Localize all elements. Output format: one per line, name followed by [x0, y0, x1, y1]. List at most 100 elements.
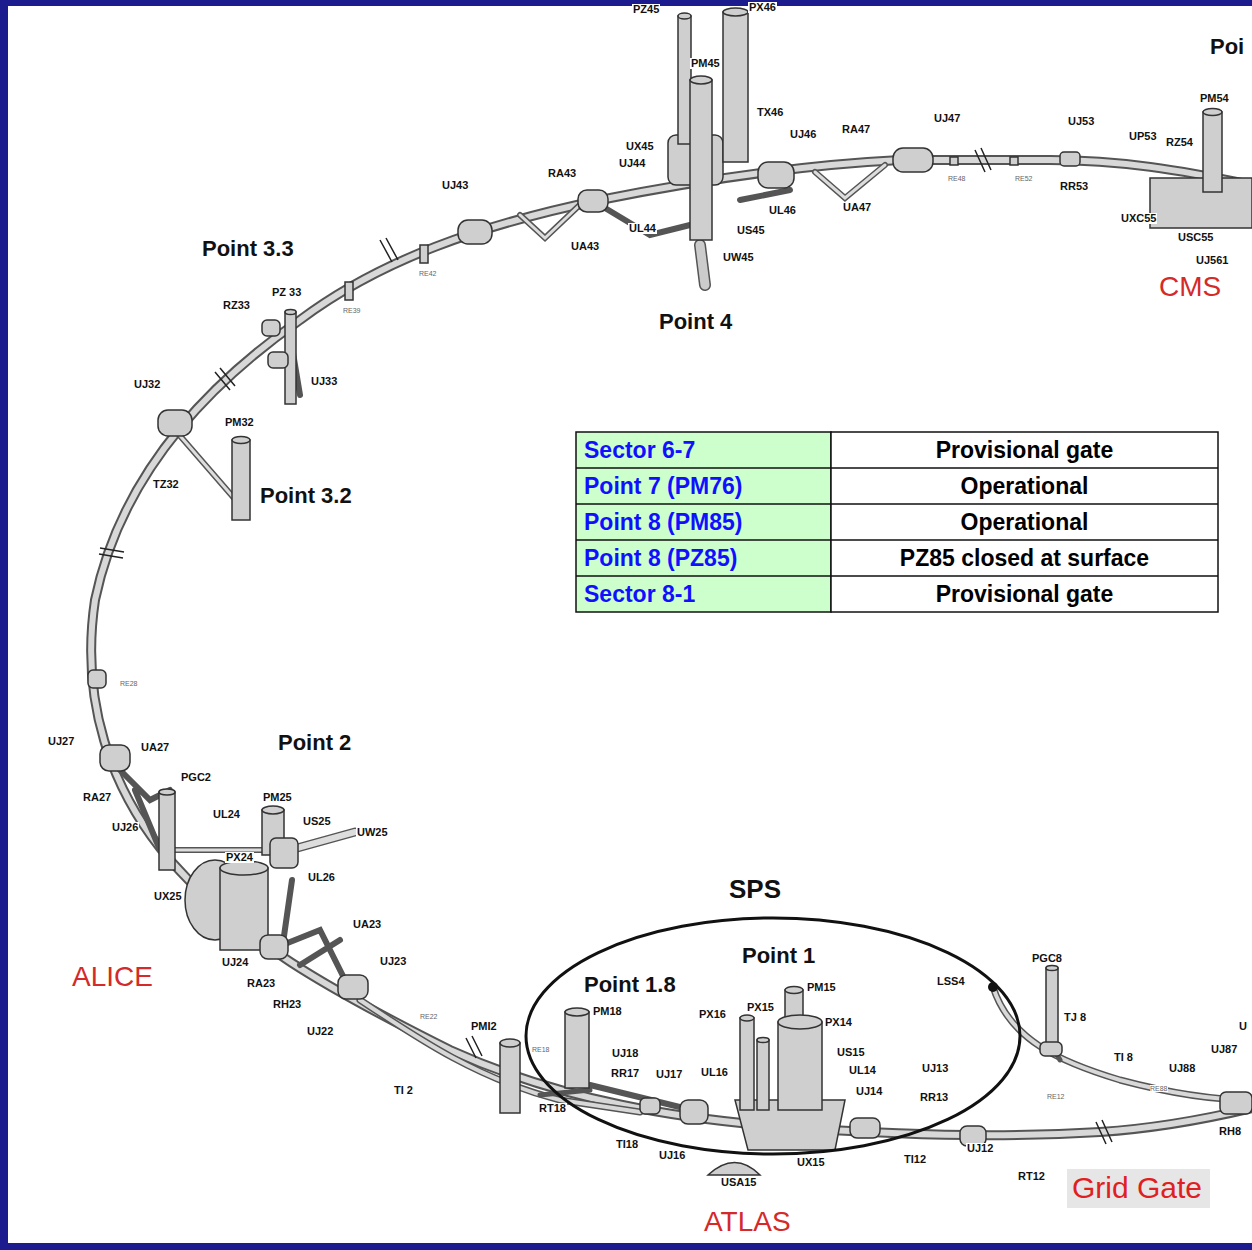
alcove-label: RE48 — [948, 175, 966, 182]
part-label: RR17 — [610, 1068, 640, 1079]
point-label: Point 1 — [742, 945, 815, 967]
part-label: UA47 — [842, 202, 872, 213]
part-label: PM15 — [806, 982, 837, 993]
table-cell: Sector 8-1 — [584, 576, 829, 612]
part-label: UJ17 — [655, 1069, 683, 1080]
part-label: UJ53 — [1067, 116, 1095, 127]
point-label: Point 3.2 — [258, 485, 354, 507]
experiment-name: CMS — [1157, 273, 1223, 301]
part-label: PZ 33 — [271, 287, 302, 298]
part-label: PM25 — [262, 792, 293, 803]
sps-ring: SPS Point 1.8 Point 1 — [524, 874, 1022, 1158]
part-label: PM45 — [690, 58, 721, 69]
table-cell: Point 7 (PM76) — [584, 468, 829, 504]
part-label: UJ26 — [111, 822, 139, 833]
part-label: RH8 — [1218, 1126, 1242, 1137]
part-label: US25 — [302, 816, 332, 827]
part-label: RT12 — [1017, 1171, 1046, 1182]
alcove-label: RE52 — [1015, 175, 1033, 182]
part-label: RR53 — [1059, 181, 1089, 192]
part-label: UJ46 — [789, 129, 817, 140]
part-label: UJ44 — [618, 158, 646, 169]
part-label: UX45 — [625, 141, 655, 152]
part-label: UP53 — [1128, 131, 1158, 142]
part-label: TI 8 — [1113, 1052, 1134, 1063]
alcove-label: RE18 — [532, 1046, 550, 1053]
experiment-name: ALICE — [70, 963, 155, 991]
table-cell: Provisional gate — [831, 432, 1218, 468]
table-cell: Point 8 (PM85) — [584, 504, 829, 540]
part-label: UL46 — [768, 205, 797, 216]
part-label: UJ561 — [1195, 255, 1229, 266]
part-label: LSS4 — [936, 976, 966, 987]
table-cell: Operational — [831, 468, 1218, 504]
part-label: PMI2 — [470, 1021, 498, 1032]
part-label: RR13 — [919, 1092, 949, 1103]
part-label: RZ33 — [222, 300, 251, 311]
grid-gate-box: Grid Gate — [1067, 1169, 1210, 1208]
point-label: Poi — [1208, 36, 1246, 58]
alcove-label: RE28 — [120, 680, 138, 687]
table-cell: Sector 6-7 — [584, 432, 829, 468]
part-label: UJ33 — [310, 376, 338, 387]
table-cell: Point 8 (PZ85) — [584, 540, 829, 576]
point-label: Point 4 — [657, 311, 734, 333]
part-label: UL26 — [307, 872, 336, 883]
table-cell: PZ85 closed at surface — [831, 540, 1218, 576]
part-label: RA27 — [82, 792, 112, 803]
alcove-label: RE42 — [419, 270, 437, 277]
part-label: UA27 — [140, 742, 170, 753]
part-label: UJ23 — [379, 956, 407, 967]
part-label: RZ54 — [1165, 137, 1194, 148]
part-label: TJ 8 — [1063, 1012, 1087, 1023]
part-label: UW25 — [356, 827, 389, 838]
part-label: U — [1238, 1021, 1248, 1032]
part-label: PM54 — [1199, 93, 1230, 104]
part-label: UXC55 — [1120, 213, 1157, 224]
part-label: TX46 — [756, 107, 784, 118]
part-label: UJ13 — [921, 1063, 949, 1074]
part-label: UL44 — [628, 223, 657, 234]
part-label: PM32 — [224, 417, 255, 428]
part-label: US45 — [736, 225, 766, 236]
ring-name: SPS — [729, 876, 781, 902]
part-label: TZ32 — [152, 479, 180, 490]
part-label: UJ87 — [1210, 1044, 1238, 1055]
part-label: UX25 — [153, 891, 183, 902]
table-cell: Provisional gate — [831, 576, 1218, 612]
alcove-label: RE88 — [1150, 1085, 1168, 1092]
part-label: USA15 — [720, 1177, 757, 1188]
part-label: UL14 — [848, 1065, 877, 1076]
part-label: UJ43 — [441, 180, 469, 191]
part-label: UJ12 — [966, 1143, 994, 1154]
part-label: UW45 — [722, 252, 755, 263]
part-label: PZ45 — [632, 4, 660, 15]
part-label: TI12 — [903, 1154, 927, 1165]
part-label: PM18 — [592, 1006, 623, 1017]
part-label: UJ22 — [306, 1026, 334, 1037]
part-label: UJ16 — [658, 1150, 686, 1161]
part-label: PX24 — [225, 852, 254, 863]
part-label: PGC2 — [180, 772, 212, 783]
part-label: UJ14 — [855, 1086, 883, 1097]
part-label: USC55 — [1177, 232, 1214, 243]
table-cell: Operational — [831, 504, 1218, 540]
part-label: PX14 — [824, 1017, 853, 1028]
part-label: UL16 — [700, 1067, 729, 1078]
part-label: UJ18 — [611, 1048, 639, 1059]
point-label: Point 1.8 — [584, 974, 676, 996]
part-label: PX46 — [748, 2, 777, 13]
gate-name: Grid Gate — [1072, 1171, 1210, 1206]
part-label: UJ24 — [221, 957, 249, 968]
alcove-label: RE39 — [343, 307, 361, 314]
ring-outline — [524, 874, 1022, 1158]
part-label: PX16 — [698, 1009, 727, 1020]
part-label: PGC8 — [1031, 953, 1063, 964]
part-label: UJ27 — [47, 736, 75, 747]
alcove-label: RE22 — [420, 1013, 438, 1020]
part-label: TI 2 — [393, 1085, 414, 1096]
point-label: Point 2 — [276, 732, 353, 754]
part-label: RH23 — [272, 999, 302, 1010]
part-label: RA23 — [246, 978, 276, 989]
point-label: Point 3.3 — [200, 238, 296, 260]
